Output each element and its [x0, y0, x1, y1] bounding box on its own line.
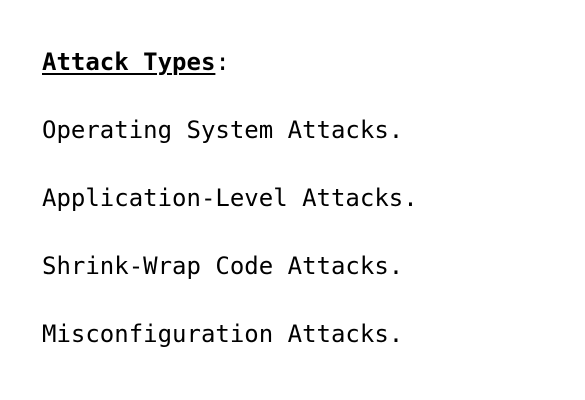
heading-line: Attack Types: — [42, 48, 230, 76]
attack-type-item: Application-Level Attacks. — [42, 184, 418, 212]
section-heading: Attack Types — [42, 48, 216, 76]
attack-type-item: Shrink-Wrap Code Attacks. — [42, 252, 404, 280]
heading-colon: : — [215, 48, 230, 76]
attack-type-item: Operating System Attacks. — [42, 116, 404, 144]
attack-type-item: Misconfiguration Attacks. — [42, 320, 404, 348]
